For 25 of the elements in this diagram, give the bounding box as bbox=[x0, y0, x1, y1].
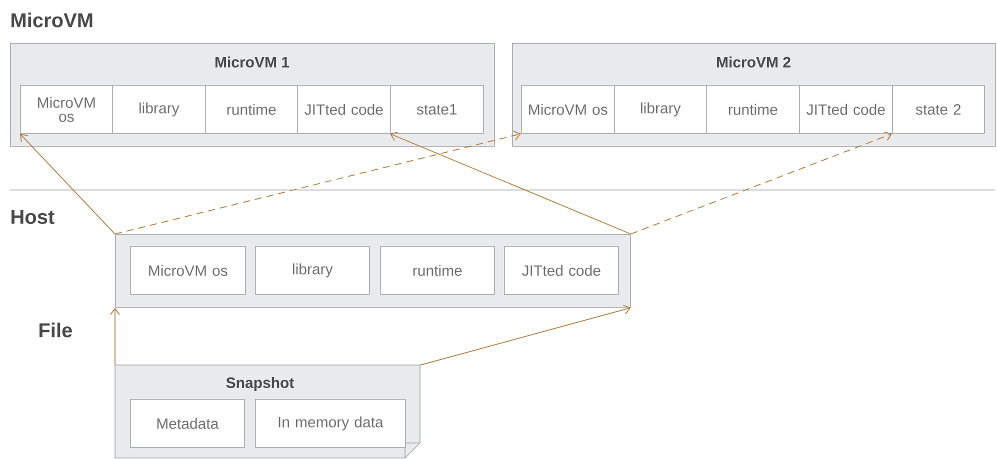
arrow bbox=[630, 132, 892, 234]
component-cell: JITted code bbox=[504, 246, 619, 295]
component-cell: MicroVM os bbox=[20, 85, 113, 134]
section-label: MicroVM bbox=[12, 12, 92, 28]
component-cell: runtime bbox=[706, 85, 800, 134]
component-cell: In memory data bbox=[255, 399, 406, 448]
component-cell: Metadata bbox=[130, 399, 245, 448]
arrow bbox=[390, 132, 632, 234]
arrow bbox=[110, 308, 120, 366]
component-cell: library bbox=[112, 85, 206, 134]
component-cell: state1 bbox=[390, 85, 484, 134]
component-cell: library bbox=[255, 246, 370, 295]
section-label: Host bbox=[12, 210, 54, 224]
component-cell: runtime bbox=[380, 246, 495, 295]
component-cell: state 2 bbox=[892, 85, 985, 134]
component-cell: library bbox=[614, 85, 707, 134]
component-cell: JITted code bbox=[799, 85, 893, 134]
component-cell: MicroVM os bbox=[521, 85, 615, 134]
section-label: File bbox=[40, 322, 72, 338]
arrow bbox=[114, 130, 521, 234]
component-cell: JITted code bbox=[297, 85, 391, 134]
arrow bbox=[20, 134, 116, 234]
component-cell: MicroVM os bbox=[130, 246, 246, 295]
component-cell: runtime bbox=[205, 85, 298, 134]
arrow bbox=[420, 304, 631, 366]
